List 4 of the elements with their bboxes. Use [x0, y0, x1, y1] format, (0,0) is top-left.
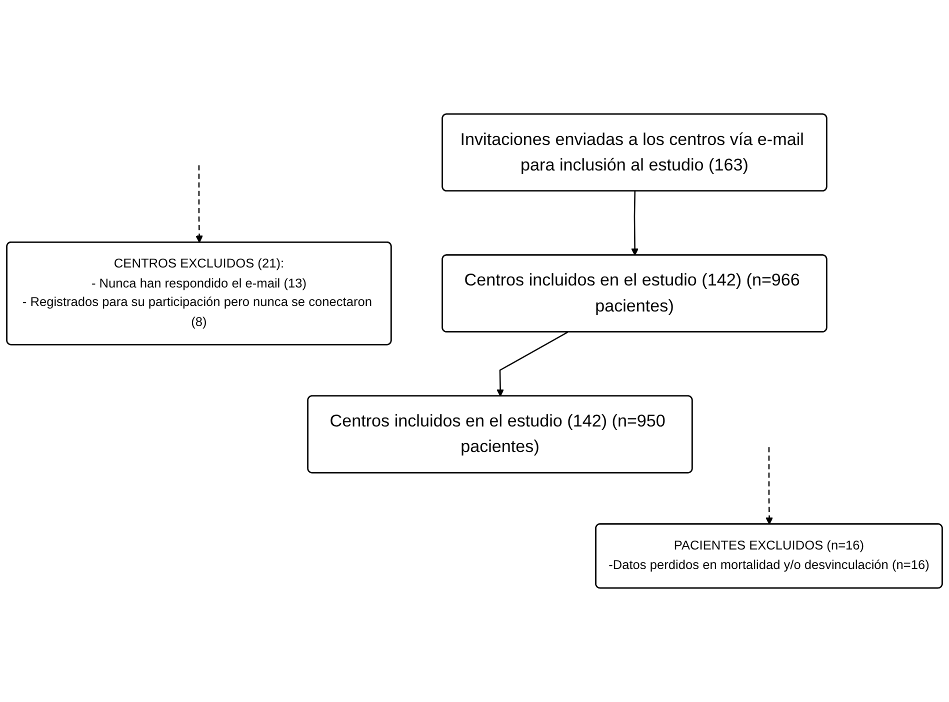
arrow	[496, 332, 568, 397]
arrow	[631, 191, 639, 256]
arrow	[196, 165, 204, 243]
arrow	[766, 447, 774, 525]
